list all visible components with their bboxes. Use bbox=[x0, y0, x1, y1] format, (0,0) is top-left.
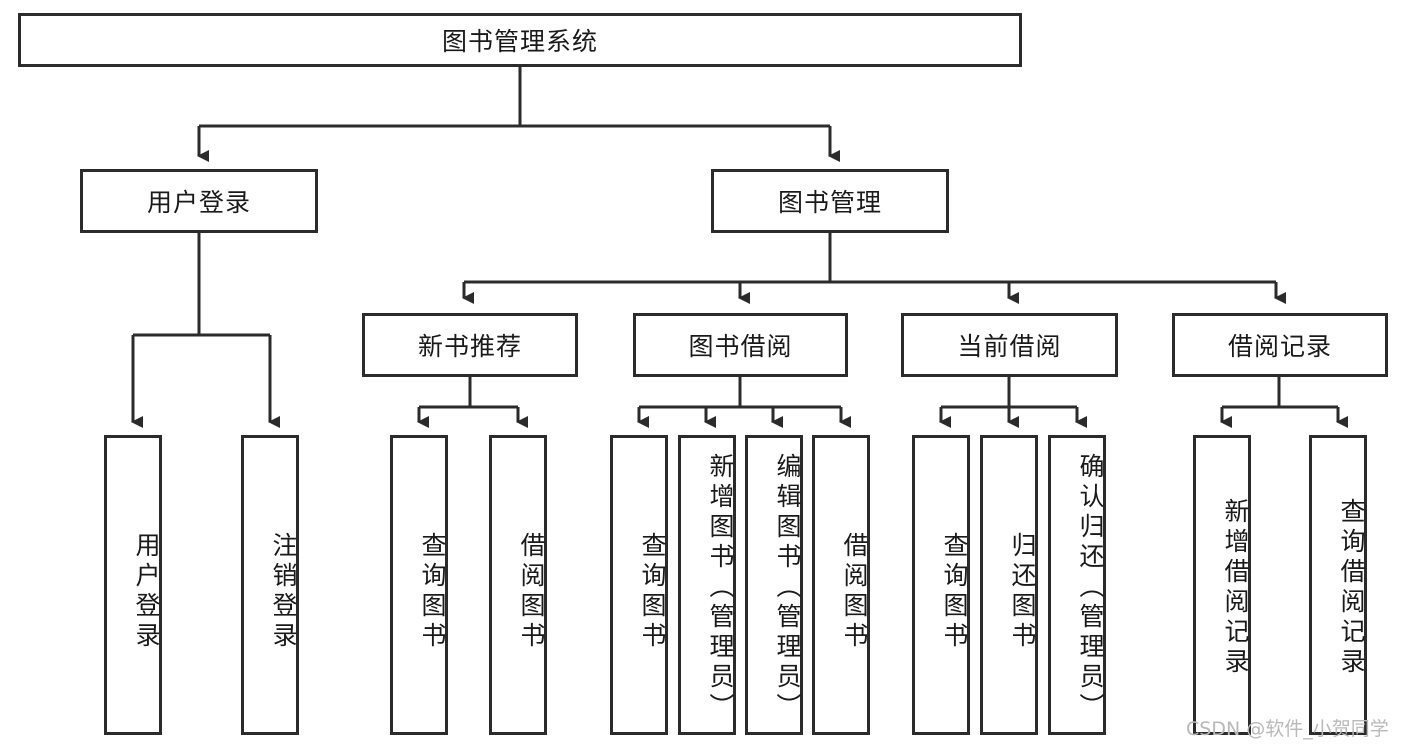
leaf-query-borrow-record-label: 查询借阅记录 bbox=[1337, 498, 1366, 678]
leaf-query-borrow-record[interactable]: 查询借阅记录 bbox=[1309, 435, 1367, 735]
node-user-login[interactable]: 用户登录 bbox=[80, 169, 318, 233]
leaf-query-book-3-label: 查询图书 bbox=[940, 532, 969, 652]
leaf-logout-label: 注销登录 bbox=[269, 532, 298, 652]
node-book-borrow-label: 图书借阅 bbox=[688, 332, 793, 361]
leaf-query-book-2[interactable]: 查询图书 bbox=[610, 435, 668, 735]
leaf-return-book[interactable]: 归还图书 bbox=[980, 435, 1038, 735]
node-current-borrow-label: 当前借阅 bbox=[957, 332, 1062, 361]
node-new-book-recommend-label: 新书推荐 bbox=[417, 332, 522, 361]
leaf-borrow-book-1[interactable]: 借阅图书 bbox=[489, 435, 547, 735]
node-book-management[interactable]: 图书管理 bbox=[711, 169, 949, 233]
node-borrow-record-label: 借阅记录 bbox=[1227, 332, 1332, 361]
leaf-logout[interactable]: 注销登录 bbox=[241, 435, 299, 735]
node-root-label: 图书管理系统 bbox=[441, 27, 598, 56]
node-book-borrow[interactable]: 图书借阅 bbox=[633, 313, 848, 377]
leaf-borrow-book-1-label: 借阅图书 bbox=[517, 532, 546, 652]
leaf-add-borrow-record-label: 新增借阅记录 bbox=[1221, 498, 1250, 678]
leaf-query-book-1[interactable]: 查询图书 bbox=[390, 435, 448, 735]
node-book-management-label: 图书管理 bbox=[777, 188, 882, 217]
watermark-text: CSDN @软件_小贺同学 bbox=[1186, 718, 1389, 740]
leaf-confirm-return-admin-label: 确认归还（管理员） bbox=[1076, 453, 1105, 723]
node-new-book-recommend[interactable]: 新书推荐 bbox=[362, 313, 578, 377]
leaf-query-book-3[interactable]: 查询图书 bbox=[912, 435, 970, 735]
leaf-user-login[interactable]: 用户登录 bbox=[104, 435, 162, 735]
leaf-return-book-label: 归还图书 bbox=[1008, 532, 1037, 652]
leaf-query-book-2-label: 查询图书 bbox=[638, 532, 667, 652]
leaf-edit-book-admin[interactable]: 编辑图书（管理员） bbox=[745, 435, 803, 735]
leaf-edit-book-admin-label: 编辑图书（管理员） bbox=[773, 453, 802, 723]
node-user-login-label: 用户登录 bbox=[146, 188, 251, 217]
leaf-add-book-admin[interactable]: 新增图书（管理员） bbox=[678, 435, 736, 735]
leaf-add-borrow-record[interactable]: 新增借阅记录 bbox=[1193, 435, 1251, 735]
node-root[interactable]: 图书管理系统 bbox=[18, 13, 1022, 67]
leaf-query-book-1-label: 查询图书 bbox=[418, 532, 447, 652]
leaf-confirm-return-admin[interactable]: 确认归还（管理员） bbox=[1048, 435, 1106, 735]
node-borrow-record[interactable]: 借阅记录 bbox=[1172, 313, 1388, 377]
leaf-add-book-admin-label: 新增图书（管理员） bbox=[706, 453, 735, 723]
leaf-borrow-book-2[interactable]: 借阅图书 bbox=[812, 435, 870, 735]
leaf-user-login-label: 用户登录 bbox=[132, 532, 161, 652]
node-current-borrow[interactable]: 当前借阅 bbox=[901, 313, 1118, 377]
leaf-borrow-book-2-label: 借阅图书 bbox=[840, 532, 869, 652]
